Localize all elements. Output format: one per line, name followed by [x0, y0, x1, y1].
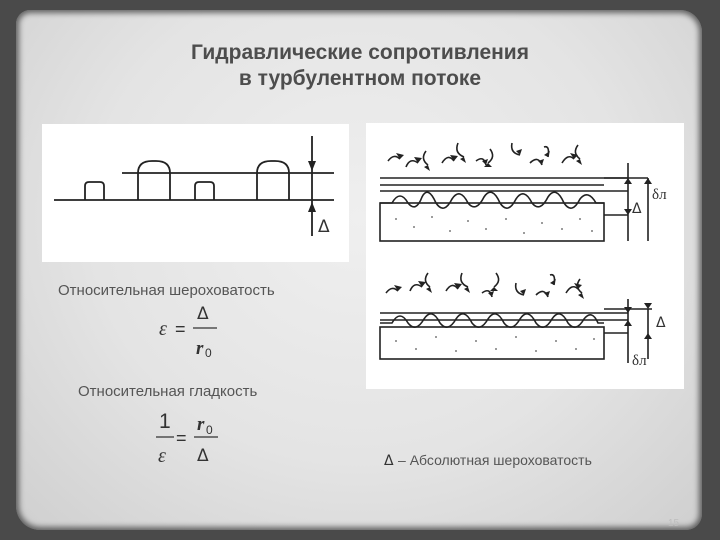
relative-smoothness-formula: 1 ε = r 0 Δ — [156, 410, 218, 467]
delta-label: Δ — [318, 217, 330, 237]
epsilon-symbol: ε — [159, 318, 167, 340]
top-delta-label: Δ — [632, 201, 642, 217]
denominator-subscript: 0 — [205, 346, 212, 360]
rough-wall-profile-top — [380, 191, 604, 209]
lhs-denominator-epsilon: ε — [158, 445, 166, 467]
equals-sign: = — [175, 319, 186, 339]
dimension-arrow-top — [308, 161, 316, 171]
roughness-profile-svg: Δ — [54, 136, 334, 237]
slide-title: Гидравлические сопротивления в турбулент… — [0, 40, 720, 92]
top-layer-label: δл — [652, 187, 667, 203]
eddies-bottom — [385, 272, 583, 298]
laminar-sublayer-diagram: Δ δл — [366, 123, 684, 389]
absolute-roughness-label: – Абсолютная шероховатость — [398, 452, 592, 468]
numerator-subscript: 0 — [206, 423, 213, 437]
roughness-bump-1 — [84, 181, 105, 200]
absolute-roughness-legend: Δ – Абсолютная шероховатость — [384, 452, 592, 470]
equals-sign-2: = — [176, 428, 187, 448]
roughness-profile-diagram: Δ — [42, 124, 349, 262]
eddies-top — [387, 142, 581, 168]
denominator-delta: Δ — [197, 446, 209, 466]
roughness-bump-2 — [137, 160, 171, 200]
numerator-r: r — [197, 414, 205, 435]
roughness-bump-3 — [194, 181, 215, 200]
relative-roughness-label: Относительная шероховатость — [58, 282, 275, 299]
numerator-delta: Δ — [197, 304, 209, 324]
laminar-sublayer-svg: Δ δл — [379, 142, 667, 369]
delta-symbol: Δ — [384, 453, 394, 469]
rough-wall-profile-bottom — [380, 313, 604, 328]
bottom-layer-label: δл — [632, 353, 647, 369]
relative-roughness-formula: ε = Δ r 0 — [159, 304, 217, 360]
relative-smoothness-label: Относительная гладкость — [78, 383, 258, 400]
dimension-arrow-bottom — [308, 202, 316, 212]
roughness-bump-4 — [256, 160, 290, 200]
lhs-numerator-one: 1 — [159, 410, 171, 433]
slide-title-line-2: в турбулентном потоке — [238, 67, 482, 90]
bottom-delta-label: Δ — [656, 315, 666, 331]
denominator-r: r — [196, 338, 204, 359]
slide-title-line-1: Гидравлические сопротивления — [191, 41, 529, 64]
page-number: 15 — [668, 518, 680, 529]
